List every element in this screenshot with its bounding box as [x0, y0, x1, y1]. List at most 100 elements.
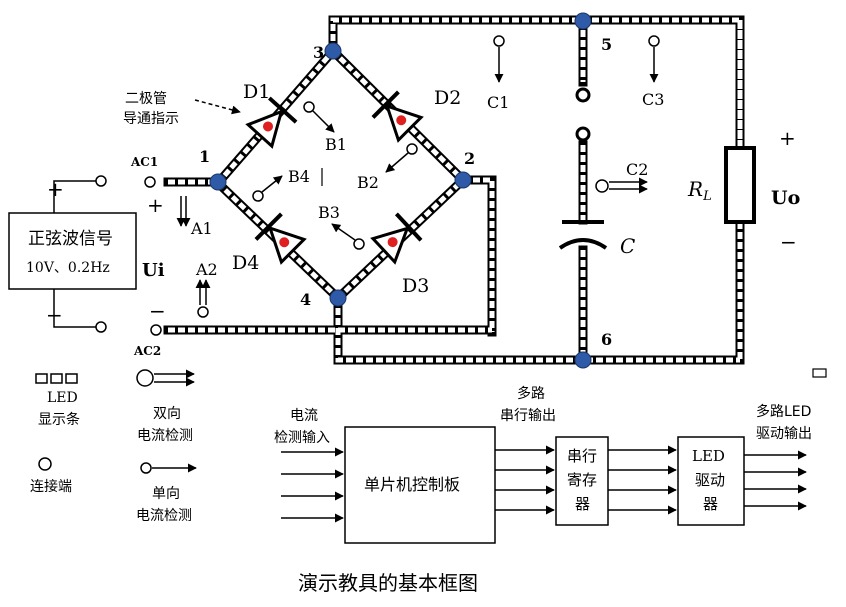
indicator-note-line1: 二极管: [125, 91, 167, 107]
ac-plus-sign: +: [147, 193, 164, 217]
legend-led-sub: 显示条: [38, 411, 80, 428]
led-driver-line3: 器: [703, 495, 718, 513]
led-driver-line2: 驱动: [695, 471, 725, 489]
source-terminal-bottom: [95, 321, 107, 333]
legend-unidirectional-icon: [140, 462, 197, 474]
source-spec: 10V、0.2Hz: [26, 260, 110, 276]
indicator-arrow: [194, 99, 241, 115]
legend-unidirectional-line2: 电流检测: [136, 508, 192, 524]
d3-label: D3: [402, 275, 429, 297]
node-5: [574, 12, 592, 30]
node-3: [324, 42, 342, 60]
legend-bidirectional-line2: 电流检测: [137, 428, 193, 444]
node-1-label: 1: [199, 147, 210, 166]
sine-source: 正弦波信号 10V、0.2Hz: [8, 180, 137, 328]
resistor-rl: [724, 146, 756, 224]
probe-b1: [303, 101, 335, 133]
probe-c1: [493, 35, 505, 83]
shift-register-line1: 串行: [567, 447, 597, 465]
input-label-line1: 电流: [290, 408, 318, 424]
input-label-line2: 检测输入: [274, 430, 330, 446]
source-minus: −: [46, 303, 63, 327]
legend-terminal-icon: [38, 457, 52, 471]
switch-contact-top: [575, 87, 591, 103]
led-driver-line1: LED: [692, 447, 725, 465]
source-plus: +: [47, 177, 64, 201]
node-1: [209, 173, 227, 191]
figure-caption: 演示教具的基本框图: [298, 571, 478, 595]
indicator-note-line2: 导通指示: [123, 111, 179, 127]
a2-label: A2: [195, 260, 218, 279]
out-plus: +: [779, 126, 796, 150]
legend-bidirectional-icon: [136, 369, 195, 387]
probe-b3: [331, 223, 365, 250]
legend-bidirectional-line1: 双向: [153, 406, 181, 422]
legend-terminal-label: 连接端: [30, 478, 72, 495]
switch-contact-bottom: [575, 126, 591, 142]
led-driver-block: [677, 436, 745, 526]
node-2-label: 2: [464, 149, 475, 168]
capacitor-label: C: [620, 234, 635, 258]
ac-minus-sign: −: [149, 299, 166, 323]
ui-label: Ui: [142, 260, 165, 281]
capacitor: [558, 87, 608, 250]
shift-register-line2: 寄存: [567, 471, 597, 489]
node-6: [574, 351, 592, 369]
source-terminal-top: [95, 175, 107, 187]
ac1-terminal: [144, 176, 156, 188]
multi-led-out-line2: 驱动输出: [756, 426, 812, 442]
led-indicator-d1: [262, 121, 273, 132]
probe-c2: [595, 177, 648, 194]
uo-label: Uo: [771, 187, 800, 209]
shift-register-block: [555, 436, 609, 526]
serial-out-line1: 多路: [517, 385, 545, 402]
source-name: 正弦波信号: [28, 229, 113, 249]
d1-label: D1: [243, 81, 270, 103]
b2-label: B2: [357, 173, 379, 192]
diode-d1: [245, 96, 298, 149]
node-6-label: 6: [601, 330, 612, 349]
legend-unidirectional-line1: 单向: [152, 486, 180, 502]
d2-label: D2: [434, 87, 461, 109]
node-4: [329, 289, 347, 307]
probe-b2: [385, 143, 418, 173]
legend-led-label: LED: [47, 390, 78, 406]
serial-out-line2: 串行输出: [500, 408, 556, 424]
d4-label: D4: [232, 252, 259, 274]
probe-a2: [195, 279, 211, 318]
ac-terminals: [95, 175, 162, 336]
diode-d3: [370, 212, 423, 265]
multi-led-out-line1: 多路LED: [756, 403, 811, 420]
probe-c3: [648, 35, 660, 83]
shift-register-line3: 器: [575, 495, 590, 513]
mcu-block: [344, 426, 496, 544]
ac1-label: AC1: [130, 155, 158, 169]
block-diagram: 电流 检测输入 单片机控制板 多路 串行输出 串行 寄存 器 L: [274, 385, 812, 544]
c2-label: C2: [626, 160, 648, 179]
c1-label: C1: [487, 93, 509, 112]
resistor-label: RL: [687, 177, 712, 204]
led-indicator-d3: [387, 237, 398, 248]
led-indicator-d2: [396, 115, 407, 126]
circuit-nodes: [209, 12, 592, 369]
a1-label: A1: [190, 219, 213, 238]
legend-led-bar-icon: [35, 373, 78, 384]
diode-d2: [371, 90, 424, 143]
legend: LED 显示条 连接端 双向 电流检测 单向 电流检测: [30, 369, 197, 524]
ac2-terminal: [150, 324, 162, 336]
node-2: [454, 171, 472, 189]
out-minus: −: [780, 230, 797, 254]
b4-label: B4: [288, 167, 310, 186]
b1-label: B1: [325, 135, 347, 154]
probe-a1: [176, 196, 191, 227]
b3-label: B3: [318, 203, 340, 222]
mcu-label: 单片机控制板: [364, 475, 460, 494]
led-indicator-d4: [279, 237, 290, 248]
c3-label: C3: [642, 90, 664, 109]
ac2-label: AC2: [133, 344, 161, 358]
small-marker: [812, 368, 827, 378]
node-3-label: 3: [313, 43, 324, 62]
diode-d4: [254, 212, 307, 265]
probe-b4: [252, 175, 283, 202]
